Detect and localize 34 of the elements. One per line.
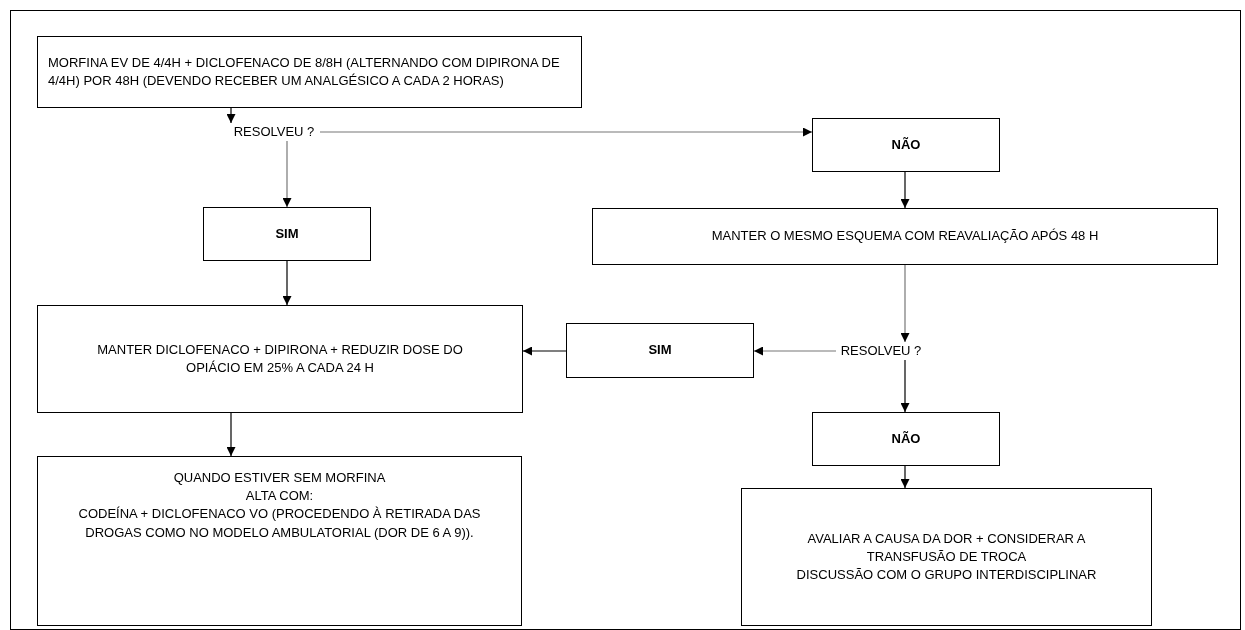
arrow [282, 140, 292, 208]
arrow [522, 346, 567, 356]
process-box [812, 118, 1000, 172]
box-text: SIM [275, 224, 299, 243]
process-box [203, 207, 371, 261]
box-text: NÃO [891, 135, 921, 154]
arrow [900, 264, 910, 343]
box-text: MANTER O MESMO ESQUEMA COM REAVALIAÇÃO APÓS 48 H [711, 227, 1099, 246]
box-text: DISCUSSÃO COM O GRUPO INTERDISCIPLINAR [796, 566, 1097, 585]
process-box [37, 305, 523, 413]
arrow [319, 127, 813, 137]
arrow [282, 260, 292, 306]
box-text: MANTER DICLOFENACO + DIPIRONA + REDUZIR DOSE DO OPIÁCIO EM 25% A CADA 24 H [96, 340, 464, 377]
process-box [812, 412, 1000, 466]
box-text: SIM [648, 341, 672, 360]
box-text: AVALIAR A CAUSA DA DOR + CONSIDERAR A TRANSFUSÃO DE TROCA [806, 529, 1087, 566]
arrow [226, 107, 236, 124]
box-text: QUANDO ESTIVER SEM MORFINA [173, 469, 386, 487]
question-text: RESOLVEU ? [228, 123, 320, 141]
process-box [592, 208, 1218, 265]
process-box [566, 323, 754, 378]
process-box [37, 456, 522, 626]
arrow [900, 171, 910, 209]
box-text: NÃO [891, 429, 921, 448]
question-text: RESOLVEU ? [836, 342, 926, 360]
arrow [226, 412, 236, 457]
box-text: ALTA COM: [245, 487, 314, 506]
box-text: MORFINA EV DE 4/4H + DICLOFENACO DE 8/8H (ALTERNANDO COM DIPIRONA DE 4/4H) POR 48H (DEVENDO RECEBER UM ANALGÉSICO A CADA 2 HORAS) [48, 53, 561, 90]
arrow [900, 359, 910, 413]
process-box [37, 36, 582, 108]
process-box [741, 488, 1152, 626]
arrow [753, 346, 837, 356]
box-text: CODEÍNA + DICLOFENACO VO (PROCEDENDO À RETIRADA DAS DROGAS COMO NO MODELO AMBULATORIAL (DOR DE 6 A 9)). [77, 505, 482, 542]
arrow [900, 465, 910, 489]
